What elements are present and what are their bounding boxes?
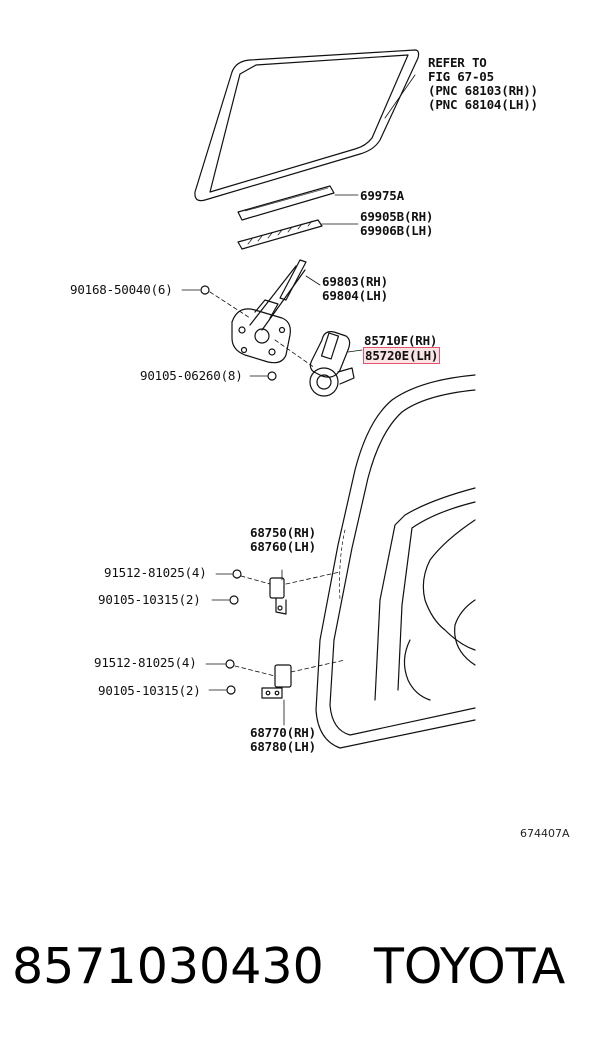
bolt-90105-06260 xyxy=(249,371,277,381)
bolt-91512-a xyxy=(232,569,242,579)
label-90105-06260[interactable]: 90105-06260(8) xyxy=(140,368,243,383)
label-69905b[interactable]: 69905B(RH) xyxy=(360,209,434,224)
label-85710f[interactable]: 85710F(RH) xyxy=(364,333,438,348)
label-69804[interactable]: 69804(LH) xyxy=(322,288,388,303)
lower-hinge xyxy=(261,664,292,726)
label-69803[interactable]: 69803(RH) xyxy=(322,274,388,289)
window-regulator xyxy=(231,259,307,364)
footer-brand: TOYOTA xyxy=(374,938,566,995)
bolt-90168 xyxy=(181,285,210,295)
glass-leader xyxy=(384,74,416,119)
weatherstrip xyxy=(237,219,323,250)
door-glass xyxy=(194,49,420,202)
label-68760[interactable]: 68760(LH) xyxy=(250,539,316,554)
refer-note-line4: (PNC 68104(LH)) xyxy=(428,97,538,112)
bolt-91512-b xyxy=(225,659,235,669)
footer-part-number: 8571030430 xyxy=(12,938,324,995)
highlighted-part[interactable]: 85720E(LH) xyxy=(362,347,441,364)
label-68770[interactable]: 68770(RH) xyxy=(250,725,316,740)
label-69906b[interactable]: 69906B(LH) xyxy=(360,223,434,238)
label-90168[interactable]: 90168-50040(6) xyxy=(70,282,173,297)
run-channel xyxy=(237,185,335,221)
label-90105-upper[interactable]: 90105-10315(2) xyxy=(98,592,201,607)
label-68780[interactable]: 68780(LH) xyxy=(250,739,316,754)
label-85720e[interactable]: 85720E(LH) xyxy=(362,347,441,364)
parts-diagram xyxy=(181,49,476,749)
label-90105-lower[interactable]: 90105-10315(2) xyxy=(98,683,201,698)
upper-hinge xyxy=(269,569,287,615)
refer-note-line3: (PNC 68103(RH)) xyxy=(428,83,538,98)
refer-note-line2: FIG 67-05 xyxy=(428,69,494,84)
label-69975a[interactable]: 69975A xyxy=(360,188,404,203)
bolt-90105-b xyxy=(229,595,239,605)
refer-note-line1: REFER TO xyxy=(428,55,487,70)
label-68750[interactable]: 68750(RH) xyxy=(250,525,316,540)
label-91512-upper[interactable]: 91512-81025(4) xyxy=(104,565,207,580)
figure-code: 674407A xyxy=(520,827,570,840)
label-91512-lower[interactable]: 91512-81025(4) xyxy=(94,655,197,670)
door-frame xyxy=(315,374,476,749)
window-motor xyxy=(309,331,355,397)
bolt-90105-c xyxy=(226,685,236,695)
